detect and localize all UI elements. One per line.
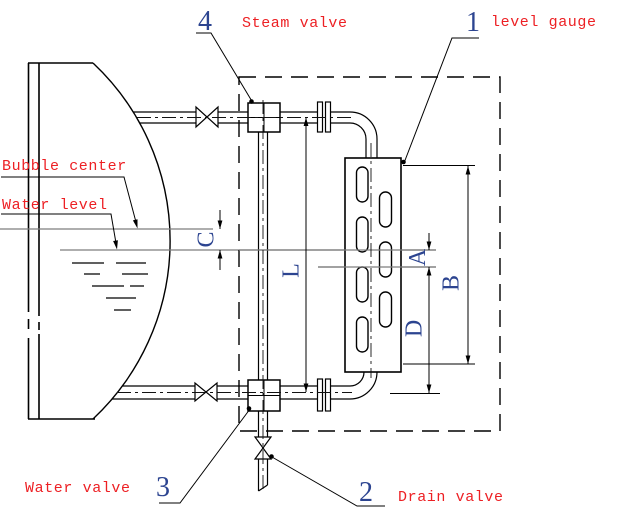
dim-D-arrow-down bbox=[426, 384, 432, 393]
centerlines bbox=[117, 100, 372, 492]
label-steam-valve: Steam valve bbox=[242, 15, 348, 32]
dim-extension-lines bbox=[390, 165, 475, 394]
gauge-slot bbox=[355, 316, 369, 353]
leader-water-level bbox=[1, 213, 117, 247]
vertical-pipe bbox=[257, 132, 269, 380]
leader-part2-dot bbox=[269, 454, 274, 459]
dim-letter-B: B bbox=[439, 275, 465, 291]
reference-lines-overlay bbox=[239, 249, 436, 268]
steam-pipe-elbow-outer bbox=[349, 111, 378, 158]
dim-C-arrow-up bbox=[217, 250, 223, 259]
leader-part1 bbox=[403, 37, 479, 164]
lower-junction-box-cross bbox=[248, 380, 280, 411]
dim-D-arrow-up bbox=[426, 267, 432, 276]
leader-bubble-center-arrow bbox=[132, 219, 138, 229]
label-water-level: Water level bbox=[2, 197, 108, 214]
dim-B-arrow-up bbox=[465, 166, 471, 175]
leader-part4-dot bbox=[249, 99, 254, 104]
dimension-lines bbox=[217, 117, 475, 394]
dim-B-arrow-down bbox=[465, 355, 471, 364]
dimension-letters: C L A B D bbox=[194, 231, 465, 337]
part-number-1: 1 bbox=[466, 7, 480, 38]
level-gauge-body bbox=[344, 157, 402, 373]
dim-letter-D: D bbox=[402, 320, 428, 337]
water-pipe-elbow-inner bbox=[349, 371, 365, 387]
leader-lines bbox=[1, 32, 479, 507]
dim-C-arrow-down bbox=[217, 220, 223, 229]
water-pipe-elbow-outer bbox=[349, 371, 378, 400]
gauge-slot bbox=[378, 191, 393, 228]
steam-pipe-elbow-inner bbox=[349, 122, 367, 158]
label-level-gauge: level gauge bbox=[491, 14, 597, 31]
dim-letter-C: C bbox=[194, 231, 220, 247]
label-drain-valve: Drain valve bbox=[398, 489, 504, 506]
lower-flange-left bbox=[316, 378, 324, 412]
leader-part1-dot bbox=[401, 159, 406, 165]
lower-flange-right bbox=[324, 378, 332, 412]
leader-water-level-arrow bbox=[113, 240, 118, 250]
dim-letter-A: A bbox=[405, 248, 431, 266]
leader-part2 bbox=[271, 456, 385, 507]
leader-part4 bbox=[196, 32, 254, 104]
label-bubble-center: Bubble center bbox=[2, 158, 127, 175]
piping bbox=[112, 111, 378, 492]
part-number-3: 3 bbox=[156, 472, 170, 503]
valves bbox=[194, 105, 273, 460]
label-water-valve: Water valve bbox=[25, 480, 131, 497]
labels: 4 Steam valve 1 level gauge Bubble cente… bbox=[2, 6, 597, 508]
boiler-shell-arc bbox=[92, 62, 171, 420]
dim-letter-L: L bbox=[279, 263, 305, 278]
dim-L-arrow-up bbox=[303, 117, 309, 126]
upper-flange-left bbox=[316, 101, 324, 133]
junction-boxes bbox=[247, 102, 281, 412]
gauge-slot bbox=[355, 166, 369, 203]
leader-bubble-center bbox=[1, 176, 137, 225]
dim-L-arrow-down bbox=[303, 383, 309, 392]
part-number-2: 2 bbox=[359, 477, 373, 508]
leader-part3 bbox=[159, 408, 251, 504]
gauge-assembly-boundary bbox=[238, 76, 501, 432]
dim-A-arrow-down bbox=[426, 241, 432, 250]
water-surface-hatching bbox=[72, 262, 148, 311]
flanges bbox=[316, 101, 332, 412]
drain-pipe bbox=[257, 411, 269, 492]
gauge-slot bbox=[378, 291, 393, 328]
gauge-housing bbox=[344, 157, 402, 373]
gauge-slot bbox=[378, 241, 393, 278]
boiler-drum bbox=[27, 62, 171, 420]
part-number-4: 4 bbox=[198, 6, 212, 37]
leader-part3-dot bbox=[246, 406, 252, 411]
gauge-slot bbox=[355, 216, 369, 253]
upper-flange-right bbox=[324, 101, 332, 133]
water-valve-symbol bbox=[194, 381, 218, 403]
steam-valve-symbol bbox=[195, 105, 219, 129]
